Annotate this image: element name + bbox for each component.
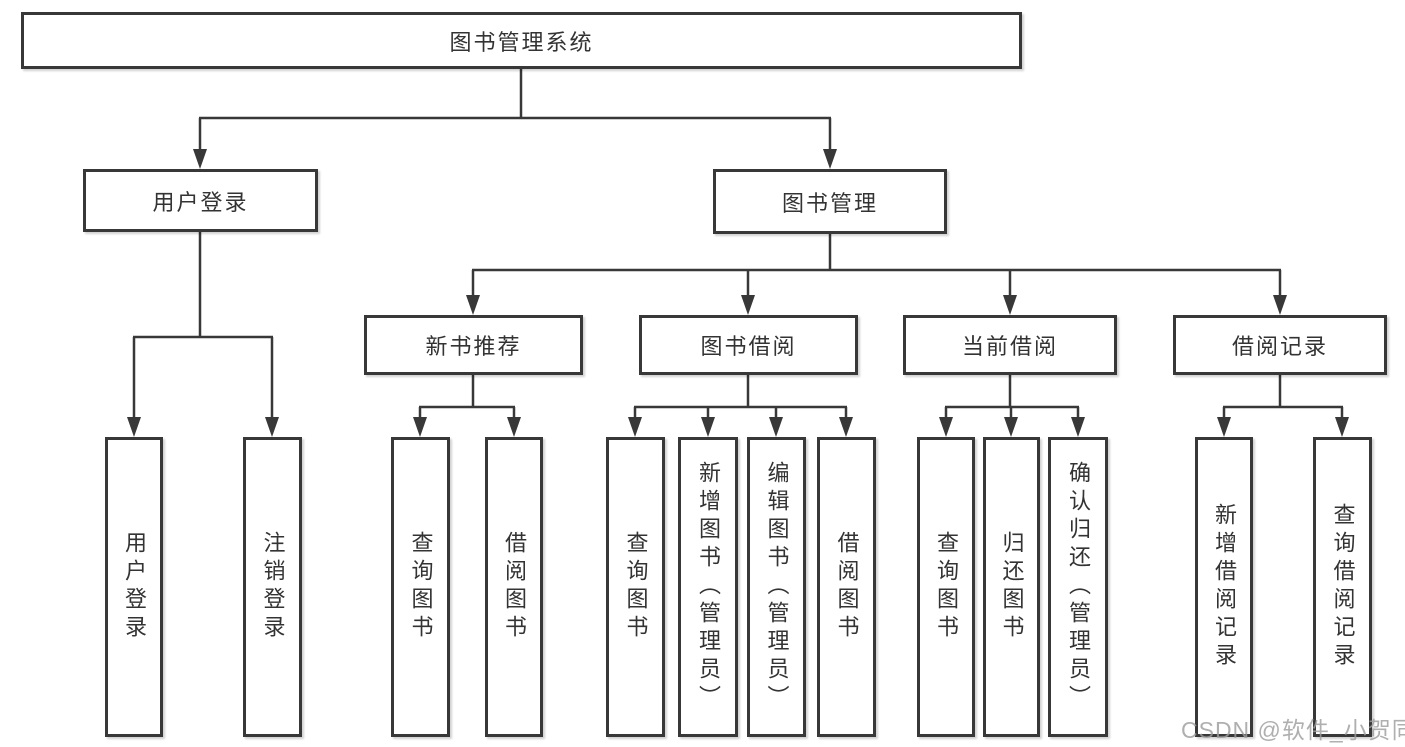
leaf-label: 查询图书 — [408, 531, 434, 643]
leaf-label: 查询图书 — [623, 531, 649, 643]
leaf-borrow-books-recommend: 借阅图书 — [485, 437, 543, 737]
leaf-label: 查询图书 — [934, 531, 959, 643]
leaf-user-login: 用户登录 — [105, 437, 163, 737]
leaf-query-borrow-record: 查询借阅记录 — [1313, 437, 1372, 737]
leaf-label: 编辑图书（管理员） — [764, 461, 790, 713]
node-new-book-recommend: 新书推荐 — [364, 315, 583, 375]
leaf-add-books-admin: 新增图书（管理员） — [678, 437, 738, 737]
leaf-edit-books-admin: 编辑图书（管理员） — [747, 437, 806, 737]
leaf-label: 注销登录 — [260, 531, 286, 643]
leaf-label: 查询借阅记录 — [1330, 503, 1356, 671]
leaf-label: 新增借阅记录 — [1212, 503, 1237, 671]
leaf-label: 确认归还（管理员） — [1066, 461, 1091, 713]
leaf-label: 归还图书 — [999, 531, 1025, 643]
leaf-logout: 注销登录 — [243, 437, 302, 737]
node-user-login: 用户登录 — [83, 169, 318, 232]
node-book-borrow: 图书借阅 — [639, 315, 858, 375]
leaf-add-borrow-record: 新增借阅记录 — [1195, 437, 1253, 737]
node-book-management: 图书管理 — [713, 169, 947, 234]
leaf-label: 借阅图书 — [502, 531, 527, 643]
leaf-label: 新增图书（管理员） — [696, 461, 721, 713]
leaf-label: 借阅图书 — [834, 531, 860, 643]
leaf-label: 用户登录 — [122, 531, 147, 643]
node-borrow-records: 借阅记录 — [1173, 315, 1387, 375]
leaf-borrow-books: 借阅图书 — [817, 437, 876, 737]
leaf-confirm-return-admin: 确认归还（管理员） — [1048, 437, 1108, 737]
leaf-query-books-current: 查询图书 — [917, 437, 975, 737]
node-current-borrow: 当前借阅 — [903, 315, 1117, 375]
leaf-query-books-borrow: 查询图书 — [606, 437, 665, 737]
leaf-return-books: 归还图书 — [983, 437, 1040, 737]
node-root-system: 图书管理系统 — [21, 12, 1022, 69]
csdn-watermark: CSDN @软件_小贺同学 — [1181, 717, 1405, 743]
leaf-query-books-recommend: 查询图书 — [391, 437, 450, 737]
